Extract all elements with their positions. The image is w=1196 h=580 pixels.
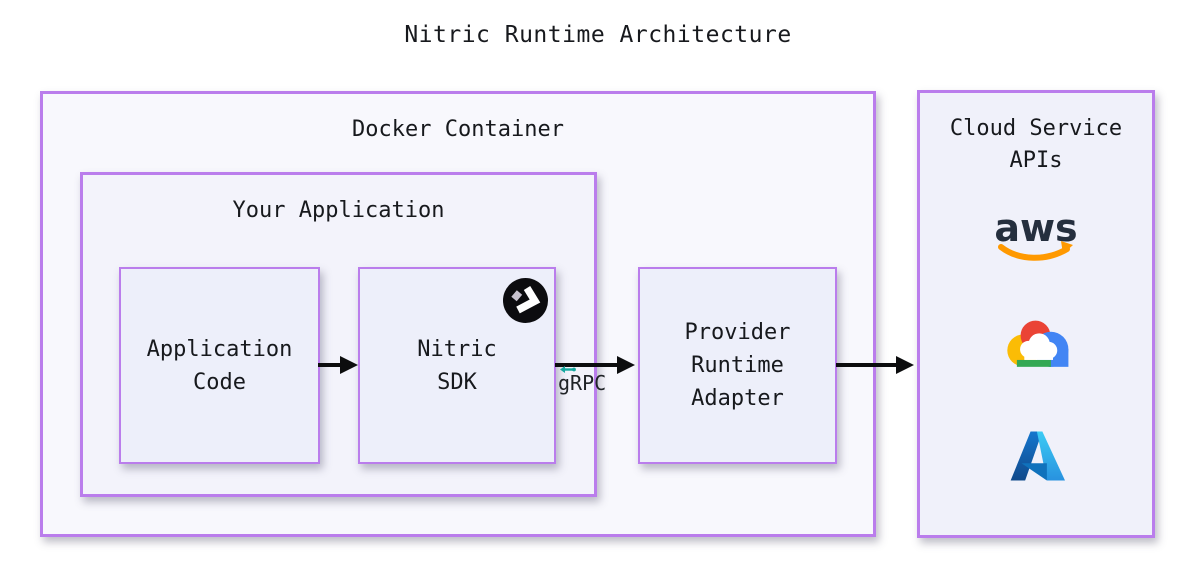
provider-line2: Runtime bbox=[691, 353, 784, 378]
aws-smile-swoosh bbox=[998, 244, 1070, 261]
your-application-box: Your Application Application Code Nitric… bbox=[80, 172, 597, 497]
docker-container-label: Docker Container bbox=[352, 117, 564, 142]
application-code-line2: Code bbox=[193, 369, 246, 395]
aws-smile-arrowhead bbox=[1061, 241, 1073, 254]
nitric-sdk-box: Nitric SDK bbox=[358, 267, 556, 464]
cloud-service-apis-box: Cloud Service APIs aws bbox=[917, 90, 1155, 538]
arrow-adapter-to-cloud bbox=[836, 356, 914, 374]
google-cloud-logo bbox=[1007, 320, 1069, 367]
aws-logo: aws bbox=[994, 207, 1078, 261]
application-code-label: Application Code bbox=[121, 269, 318, 462]
docker-container-box: Docker Container Your Application Applic… bbox=[40, 91, 876, 537]
application-code-line1: Application bbox=[146, 336, 293, 362]
provider-line1: Provider bbox=[684, 320, 791, 345]
nitric-sdk-label: Nitric SDK bbox=[360, 269, 554, 462]
cloud-service-apis-content: Cloud Service APIs aws bbox=[920, 93, 1152, 535]
azure-logo bbox=[1010, 431, 1065, 481]
cloud-apis-line1: Cloud Service bbox=[949, 116, 1123, 141]
arrow-appcode-to-sdk bbox=[318, 356, 358, 374]
provider-runtime-adapter-box: Provider Runtime Adapter bbox=[638, 267, 837, 464]
nitric-logo-icon bbox=[503, 278, 548, 323]
arrow-sdk-to-adapter bbox=[555, 356, 635, 374]
provider-line3: Adapter bbox=[691, 386, 784, 411]
grpc-label: gRPC bbox=[558, 371, 607, 395]
your-application-label: Your Application bbox=[232, 198, 445, 223]
nitric-sdk-line2: SDK bbox=[437, 369, 477, 395]
application-code-box: Application Code bbox=[119, 267, 320, 464]
grpc-plug-icon bbox=[560, 366, 576, 373]
cloud-apis-line2: APIs bbox=[1009, 148, 1063, 173]
provider-runtime-adapter-label: Provider Runtime Adapter bbox=[640, 269, 835, 462]
nitric-sdk-line1: Nitric bbox=[417, 336, 497, 362]
diagram-title: Nitric Runtime Architecture bbox=[404, 22, 792, 48]
cloud-service-apis-label: Cloud Service APIs bbox=[950, 113, 1122, 177]
